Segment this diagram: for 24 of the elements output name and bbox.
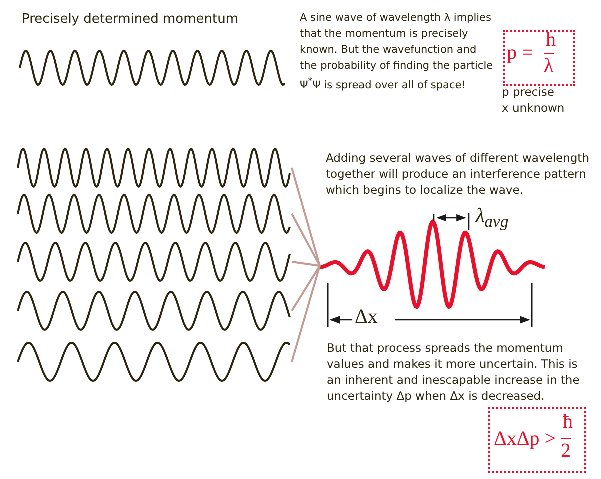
sine-wave	[17, 194, 291, 234]
connector-line	[291, 168, 321, 266]
connector-line	[291, 214, 321, 266]
fraction-denominator: λ	[544, 53, 554, 76]
paragraph: A sine wave of wavelength λ implies that the momentum is precisely known. But the wavefunction and the probability of finding the particle Ψ$^{*}$Ψ is spread over all of space!	[300, 11, 494, 94]
dimension-label: Δx	[355, 306, 378, 329]
heading: Precisely determined momentum	[22, 12, 239, 28]
connector-line	[291, 266, 321, 362]
fraction-numerator: h	[546, 30, 556, 50]
paragraph: But that process spreads the momentum values and makes it more uncertain. This is an inherent and inescapable increase in the uncertainty Δp when Δx is decreased.	[327, 340, 581, 404]
note: p precise	[502, 84, 554, 100]
connector-line	[291, 265, 321, 312]
wavelength-label: λ$_{avg}$	[476, 205, 509, 232]
fraction-denominator: 2	[561, 438, 571, 461]
sine-wave	[17, 148, 291, 188]
sine-wave	[17, 290, 291, 332]
fraction-numerator: ħ	[563, 412, 573, 432]
paragraph: Adding several waves of different wavelength together will produce an interference pattern which begins to localize the wave.	[326, 150, 590, 198]
note: x unknown	[502, 100, 565, 116]
formula-term: ΔxΔp >	[494, 428, 556, 451]
sine-wave	[17, 242, 291, 282]
formula-term: p =	[507, 42, 534, 65]
connector-line	[292, 261, 320, 267]
sine-wave	[17, 342, 290, 382]
